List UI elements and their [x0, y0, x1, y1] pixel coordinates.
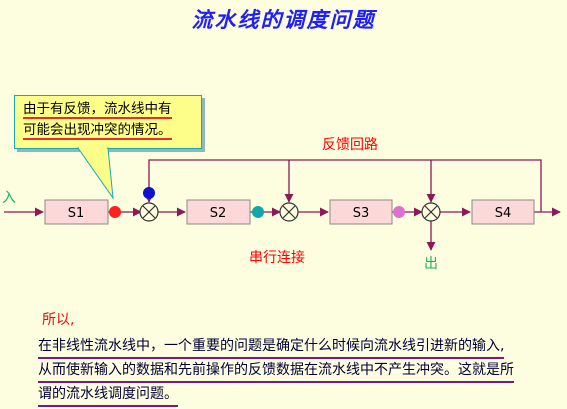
callout-line-2: 可能会出现冲突的情况。	[23, 122, 172, 140]
stage-box-s2	[186, 199, 251, 225]
paragraph-line-1: 在非线性流水线中，一个重要的问题是确定什么时候向流水线引进新的输入,	[38, 335, 505, 359]
merge-node-3	[421, 202, 441, 222]
stage-box-s3	[329, 199, 393, 225]
merge-node-2	[279, 202, 299, 222]
input-label: 入	[2, 190, 16, 206]
stage-box-s4	[471, 199, 535, 225]
stage-label-s4: S4	[495, 206, 512, 221]
callout-pointer	[77, 147, 114, 200]
output-label: 出	[424, 256, 438, 272]
stage-label-s1: S1	[68, 206, 85, 221]
explanation-paragraph: 在非线性流水线中，一个重要的问题是确定什么时候向流水线引进新的输入, 从而使新输…	[38, 335, 558, 407]
paragraph-line-2: 从而使新输入的数据和先前操作的反馈数据在流水线中不产生冲突。这就是所	[38, 359, 514, 383]
data-dot-blue	[143, 187, 155, 199]
page-title: 流水线的调度问题	[191, 7, 376, 32]
callout-line-1: 由于有反馈，流水线中有	[23, 101, 172, 119]
merge-node-1	[139, 202, 159, 222]
stage-label-s2: S2	[210, 206, 227, 221]
data-dot-red	[109, 206, 121, 218]
callout-note: 由于有反馈，流水线中有 可能会出现冲突的情况。	[14, 95, 202, 149]
data-dot-teal	[252, 206, 264, 218]
stage-box-s1	[44, 199, 109, 225]
data-dot-pink	[393, 206, 405, 218]
feedback-loop-label: 反馈回路	[322, 137, 378, 153]
stage-label-s3: S3	[353, 206, 370, 221]
serial-connection-label: 串行连接	[249, 250, 305, 266]
paragraph-lead: 所以,	[42, 312, 75, 328]
feedback-loop	[144, 159, 542, 212]
paragraph-line-3: 谓的流水线调度问题。	[38, 383, 178, 407]
